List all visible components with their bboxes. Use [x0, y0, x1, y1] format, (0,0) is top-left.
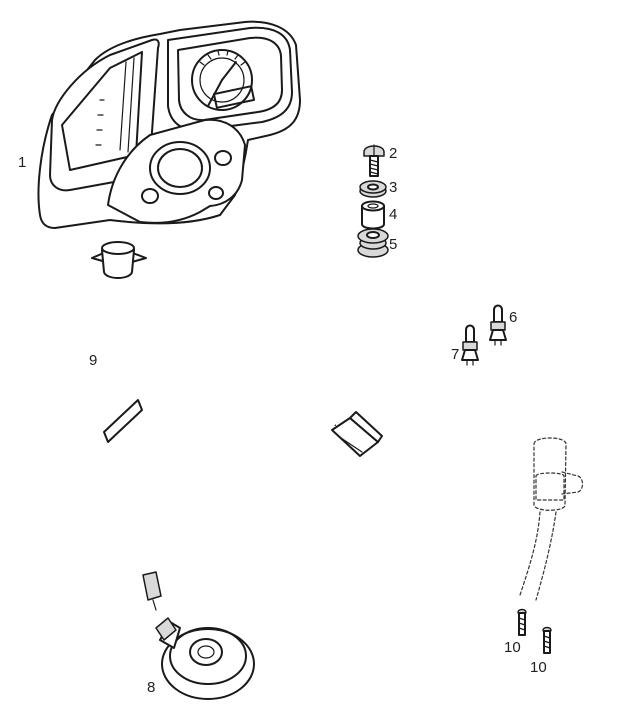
harness-connector [331, 411, 383, 457]
callout-2: 2 [389, 145, 397, 162]
reference-outline [519, 437, 584, 601]
callout-8: 8 [147, 679, 155, 696]
callout-10b: 10 [530, 659, 547, 676]
spacer-collar [361, 200, 385, 230]
indicator-bulb-b [461, 324, 479, 366]
indicator-bulb-a [489, 304, 507, 346]
bolt-a [517, 608, 527, 636]
rubber-grommet [357, 228, 389, 258]
speedometer-cable [91, 241, 162, 611]
speedometer-gearbox [155, 617, 255, 700]
bolt-b [542, 626, 552, 654]
screw [363, 144, 385, 177]
callout-6: 6 [509, 309, 517, 326]
callout-1: 1 [18, 154, 26, 171]
callout-7: 7 [451, 346, 459, 363]
washer [359, 180, 387, 198]
callout-4: 4 [389, 206, 397, 223]
callout-9: 9 [89, 352, 97, 369]
callout-5: 5 [389, 236, 397, 253]
callout-3: 3 [389, 179, 397, 196]
instrument-cluster [37, 20, 383, 457]
callout-10a: 10 [504, 639, 521, 656]
